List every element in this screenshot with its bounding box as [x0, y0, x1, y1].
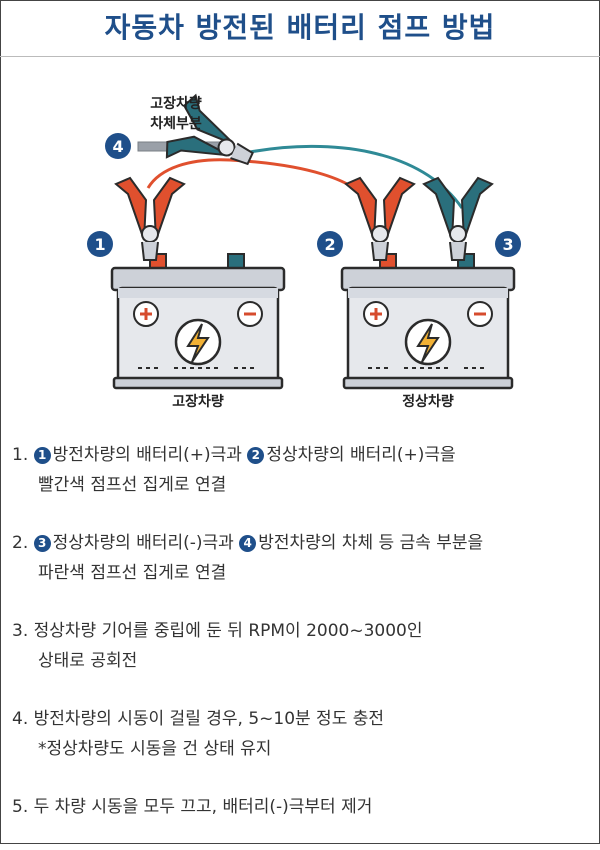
step-marker-icon: 2: [247, 447, 265, 464]
step-text: 방전차량의 배터리(+)극과: [52, 445, 248, 465]
right-battery-label: 정상차량: [402, 393, 454, 410]
step-marker-icon: 3: [33, 535, 51, 552]
right-battery: [340, 252, 516, 390]
clamp-right-positive: [345, 177, 415, 261]
clamp-left-positive: [115, 177, 185, 261]
marker-1-text: 1: [94, 235, 105, 254]
step-text: 방전차량의 시동이 걸릴 경우, 5~10분 정도 충전: [33, 709, 385, 729]
step-line-2: 빨간색 점프선 집게로 연결: [38, 475, 227, 495]
step-marker-icon: 4: [239, 535, 257, 552]
step-text: 두 차량 시동을 모두 끄고, 배터리(-)극부터 제거: [33, 797, 373, 817]
step-line-1: 5. 두 차량 시동을 모두 끄고, 배터리(-)극부터 제거: [12, 792, 592, 822]
chassis-label-line2: 차체부분: [150, 116, 202, 132]
step-line-1: 3. 정상차량 기어를 중립에 둔 뒤 RPM이 2000~3000인: [12, 616, 592, 646]
clamp-right-negative: [423, 177, 493, 261]
step-number: 5.: [12, 797, 34, 817]
left-battery-label: 고장차량: [172, 393, 224, 410]
step-text: 정상차량의 배터리(+)극을: [266, 445, 456, 465]
title-divider: [0, 56, 600, 57]
step-marker-icon: 1: [33, 447, 51, 464]
marker-1: 1: [87, 231, 113, 257]
chassis-label-line1: 고장차량: [150, 95, 202, 112]
page-title: 자동차 방전된 배터리 점프 방법: [104, 11, 496, 44]
jump-start-diagram: 4 1 2 3 고장차량 차체부분 고장차량 정상차량: [87, 91, 521, 410]
step-number: 4.: [12, 709, 34, 729]
step-text: 방전차량의 차체 등 금속 부분을: [258, 533, 484, 553]
marker-4-text: 4: [112, 137, 123, 156]
blue-cable: [249, 144, 464, 209]
marker-3: 3: [495, 231, 521, 257]
step-number: 2.: [12, 533, 34, 553]
marker-2: 2: [317, 231, 343, 257]
step-item: 4. 방전차량의 시동이 걸릴 경우, 5~10분 정도 충전 *정상차량도 시동…: [12, 704, 592, 764]
step-line-2: 상태로 공회전: [38, 651, 138, 671]
step-text: 정상차량의 배터리(-)극과: [52, 533, 240, 553]
step-line-2: *정상차량도 시동을 건 상태 유지: [38, 739, 272, 759]
step-item: 5. 두 차량 시동을 모두 끄고, 배터리(-)극부터 제거: [12, 792, 592, 822]
step-number: 1.: [12, 445, 34, 465]
step-line-2: 파란색 점프선 집게로 연결: [38, 563, 227, 583]
step-text: 정상차량 기어를 중립에 둔 뒤 RPM이 2000~3000인: [33, 621, 423, 641]
marker-3-text: 3: [502, 235, 513, 254]
left-battery: [110, 252, 286, 390]
step-number: 3.: [12, 621, 34, 641]
step-line-1: 4. 방전차량의 시동이 걸릴 경우, 5~10분 정도 충전: [12, 704, 592, 734]
marker-2-text: 2: [324, 235, 335, 254]
marker-4: 4: [105, 133, 131, 159]
